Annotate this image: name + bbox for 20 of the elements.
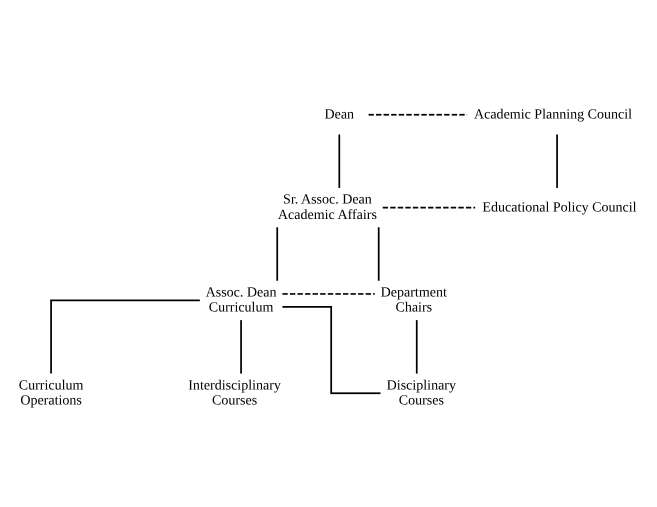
node-text: Educational Policy Council [482, 198, 637, 215]
connector [338, 134, 340, 188]
connector [556, 134, 558, 188]
connector [416, 320, 418, 374]
node-text: Interdisciplinary Courses [188, 376, 281, 408]
connector [368, 113, 467, 116]
connector [382, 206, 476, 208]
connector [378, 226, 380, 280]
node-text: Curriculum Operations [18, 376, 84, 408]
connector [282, 306, 380, 394]
node-text: Assoc. Dean Curriculum [206, 284, 276, 316]
connector [282, 292, 375, 294]
connector [276, 226, 278, 280]
node-text: Disciplinary Courses [386, 376, 456, 408]
node-text: Academic Planning Council [474, 106, 632, 122]
node-text: Dean [324, 106, 354, 122]
node-text: Sr. Assoc. Dean Academic Affairs [278, 191, 377, 222]
connector [50, 299, 200, 374]
connector [240, 320, 242, 374]
node-text: Department Chairs [380, 284, 447, 316]
